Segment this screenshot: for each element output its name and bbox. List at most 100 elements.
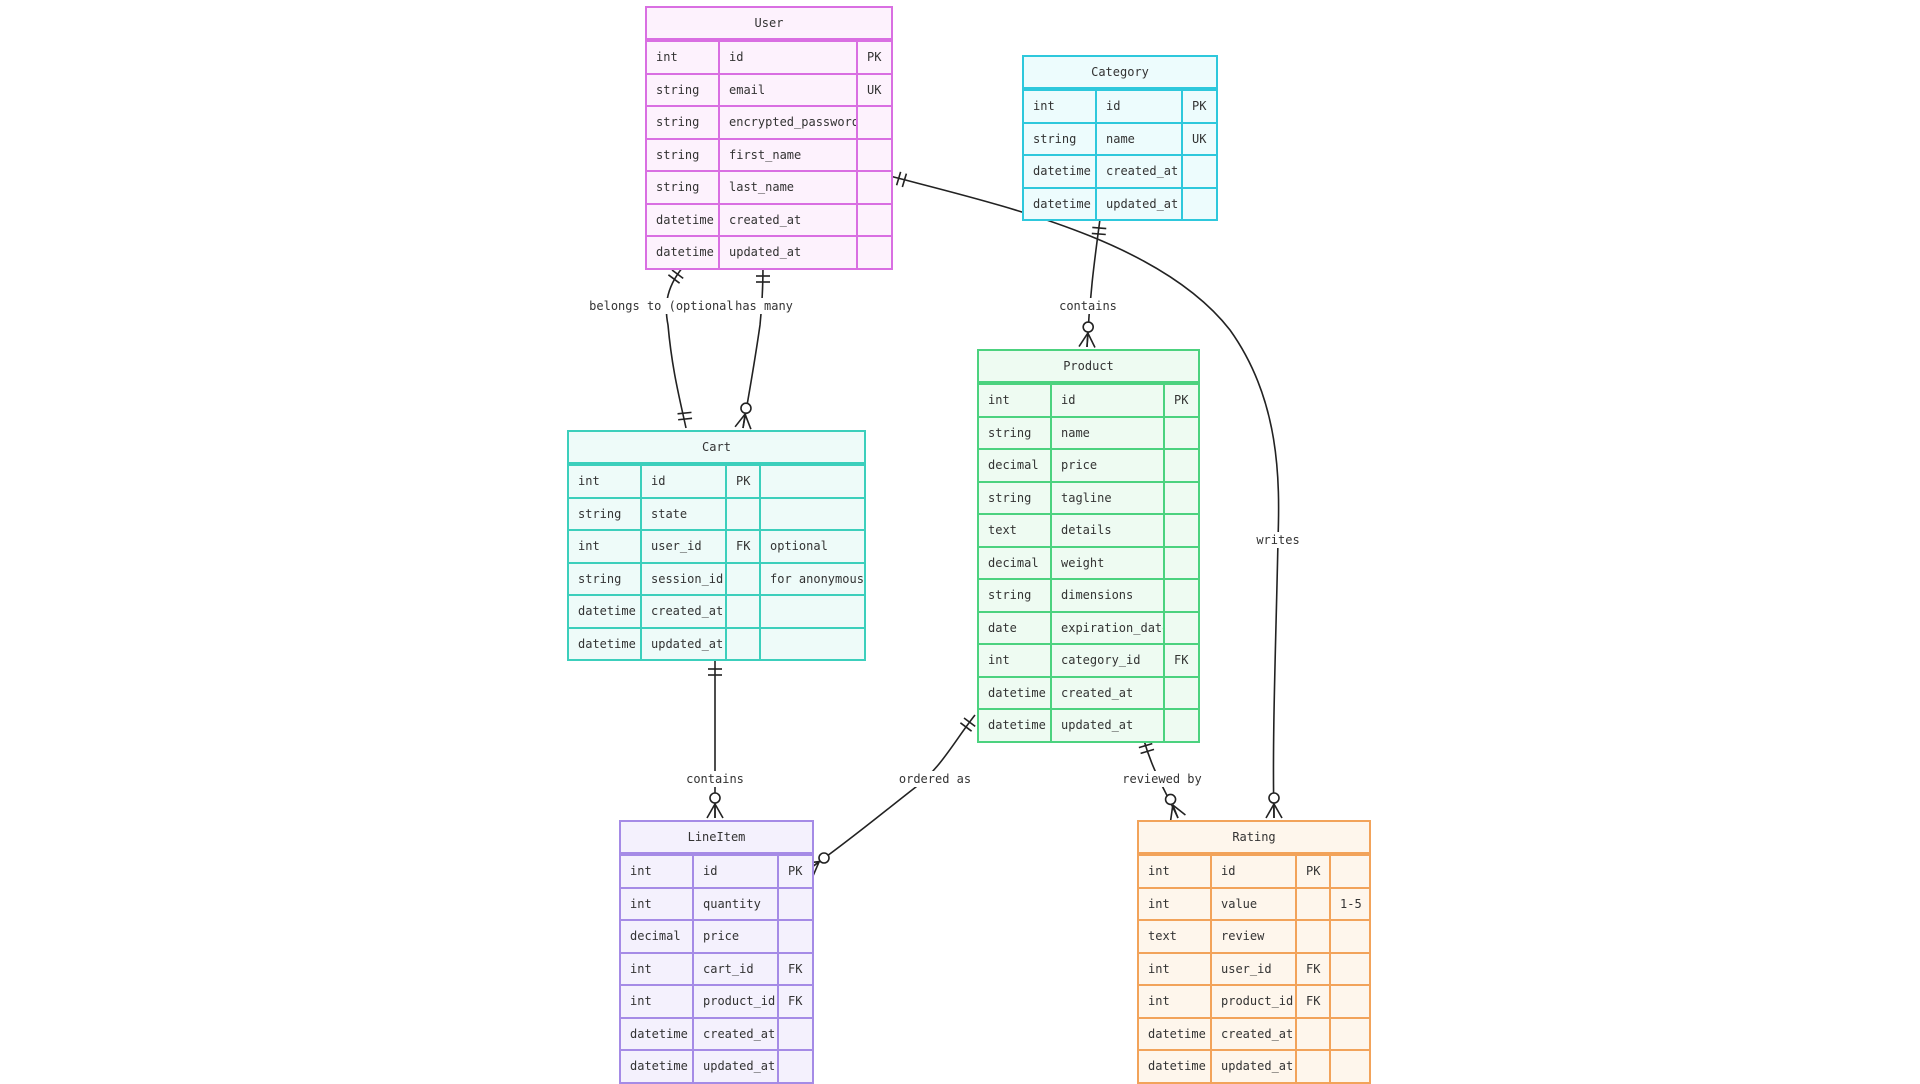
attribute-key xyxy=(856,137,891,172)
cardinality-one-mark xyxy=(895,171,902,186)
attribute-key xyxy=(856,202,891,237)
attribute-key xyxy=(1295,1016,1331,1051)
attribute-name: id xyxy=(718,40,858,75)
attribute-type: string xyxy=(1024,121,1097,156)
relationship-label: contains xyxy=(1057,298,1119,314)
cardinality-one-mark xyxy=(678,417,693,421)
attribute-key xyxy=(1181,186,1216,219)
cardinality-one-mark xyxy=(1092,226,1107,230)
attribute-name: review xyxy=(1210,919,1297,954)
attribute-key xyxy=(777,886,812,921)
attribute-key: PK xyxy=(1163,383,1198,418)
attribute-name: name xyxy=(1095,121,1183,156)
attribute-type: datetime xyxy=(569,626,642,659)
cardinality-many-mark xyxy=(1086,332,1089,348)
cardinality-one-mark xyxy=(963,717,976,728)
attribute-type: int xyxy=(1139,951,1212,986)
cardinality-one-mark xyxy=(1091,232,1106,236)
attribute-name: cart_id xyxy=(692,951,779,986)
attribute-key xyxy=(1181,154,1216,189)
attribute-key: UK xyxy=(1181,121,1216,156)
attribute-comment xyxy=(1329,1049,1369,1082)
attribute-name: first_name xyxy=(718,137,858,172)
attribute-name: created_at xyxy=(692,1016,779,1051)
attribute-name: last_name xyxy=(718,170,858,205)
attribute-type: datetime xyxy=(1139,1016,1212,1051)
entity-title: Cart xyxy=(569,432,864,464)
attribute-key: UK xyxy=(856,72,891,107)
attribute-key xyxy=(1163,610,1198,645)
relationship-line xyxy=(889,175,1280,819)
cardinality-many-mark xyxy=(1172,804,1179,819)
attribute-key xyxy=(1163,675,1198,710)
attribute-type: datetime xyxy=(647,202,720,237)
cardinality-one-mark xyxy=(959,722,973,732)
attribute-comment xyxy=(759,594,864,629)
attribute-key xyxy=(1163,578,1198,613)
cardinality-one-mark xyxy=(667,274,681,284)
attribute-comment: optional xyxy=(759,529,864,564)
attribute-type: int xyxy=(621,951,694,986)
cardinality-zero-mark xyxy=(818,852,830,864)
attribute-name: category_id xyxy=(1050,643,1165,678)
attribute-type: int xyxy=(979,383,1052,418)
cardinality-many-mark xyxy=(734,413,746,428)
attribute-comment xyxy=(1329,854,1369,889)
attribute-type: datetime xyxy=(1139,1049,1212,1082)
attribute-type: string xyxy=(647,170,720,205)
attribute-name: created_at xyxy=(1050,675,1165,710)
relationship-line xyxy=(665,266,687,429)
attribute-type: decimal xyxy=(979,448,1052,483)
attribute-type: text xyxy=(979,513,1052,548)
attribute-name: updated_at xyxy=(718,235,858,268)
attribute-comment xyxy=(759,464,864,499)
attribute-key: PK xyxy=(856,40,891,75)
attribute-key xyxy=(856,235,891,268)
attribute-name: user_id xyxy=(1210,951,1297,986)
attribute-comment xyxy=(1329,984,1369,1019)
attribute-key xyxy=(1163,415,1198,450)
attribute-comment: for anonymous xyxy=(759,561,864,596)
attribute-key: FK xyxy=(1163,643,1198,678)
cardinality-many-mark xyxy=(714,803,724,819)
attribute-type: int xyxy=(647,40,720,75)
attribute-name: expiration_date xyxy=(1050,610,1165,645)
attribute-type: datetime xyxy=(647,235,720,268)
attribute-key xyxy=(856,170,891,205)
cardinality-one-mark xyxy=(677,411,692,415)
attribute-type: int xyxy=(569,464,642,499)
attribute-name: product_id xyxy=(692,984,779,1019)
attribute-type: int xyxy=(1139,984,1212,1019)
attribute-name: created_at xyxy=(1210,1016,1297,1051)
attribute-key xyxy=(1163,513,1198,548)
attribute-name: session_id xyxy=(640,561,727,596)
attribute-key: FK xyxy=(1295,951,1331,986)
attribute-key xyxy=(1295,886,1331,921)
attribute-name: updated_at xyxy=(692,1049,779,1082)
attribute-type: string xyxy=(569,561,642,596)
